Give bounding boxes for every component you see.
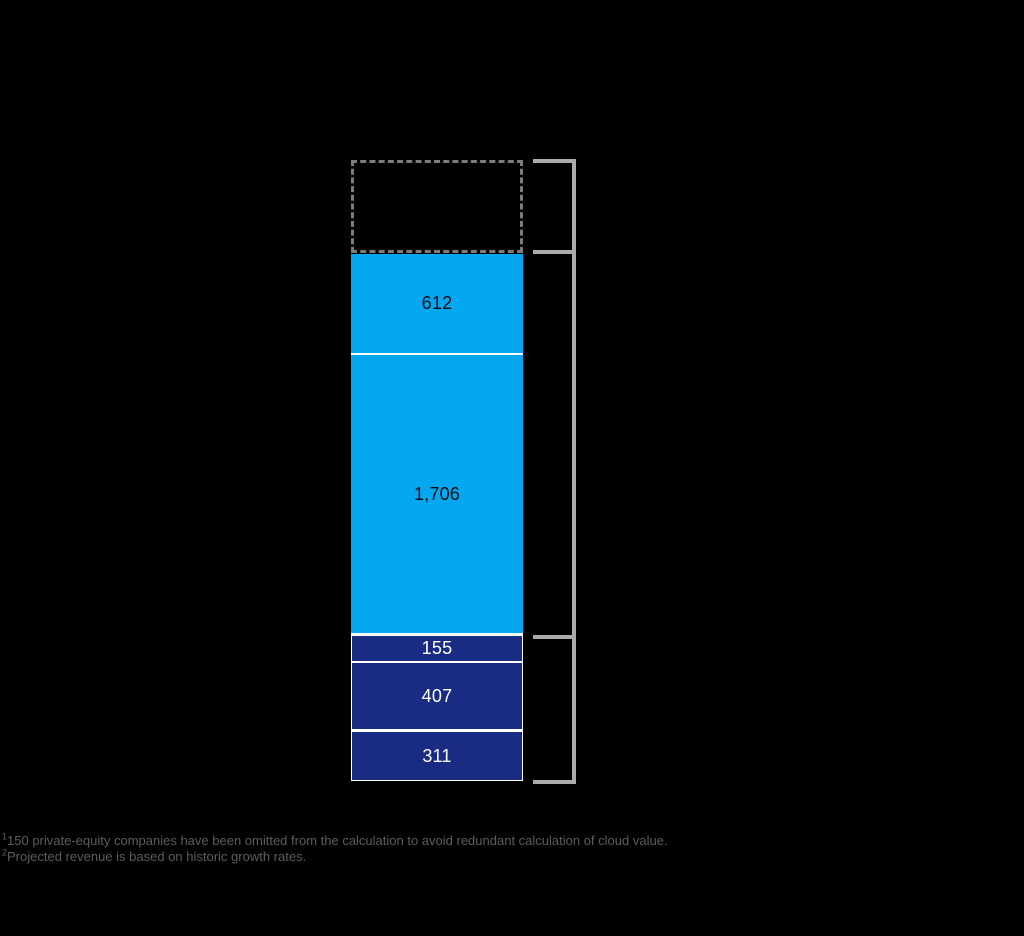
bracket-tick-dark-blue-start bbox=[533, 635, 576, 639]
bar-segment-612: 612 bbox=[351, 254, 523, 353]
segment-value-label: 407 bbox=[421, 685, 453, 706]
bar-segment-1706: 1,706 bbox=[351, 355, 523, 633]
stacked-bar-column: 612 1,706 155 407 311 bbox=[351, 254, 523, 781]
bracket-tick-light-blue-start bbox=[533, 250, 576, 254]
footnote-line: 1150 private-equity companies have been … bbox=[2, 831, 782, 849]
footnote-marker: 2 bbox=[2, 847, 8, 858]
segment-value-label: 612 bbox=[421, 293, 453, 313]
footnote-marker: 1 bbox=[2, 831, 8, 842]
bar-segment-311: 311 bbox=[352, 732, 522, 780]
footnote-text: 150 private-equity companies have been o… bbox=[7, 833, 668, 848]
segment-value-label: 1,706 bbox=[413, 483, 461, 504]
bar-segment-155: 155 bbox=[352, 636, 522, 661]
projected-value-dashed-box bbox=[351, 160, 523, 253]
segment-value-label: 311 bbox=[422, 745, 452, 766]
footnote-line: 2Projected revenue is based on historic … bbox=[2, 847, 782, 865]
segment-value-label: 155 bbox=[421, 638, 453, 658]
right-bracket-line bbox=[572, 159, 576, 784]
footnotes: 1150 private-equity companies have been … bbox=[2, 831, 782, 865]
bar-segment-407: 407 bbox=[352, 663, 522, 729]
bracket-tick-bottom bbox=[533, 780, 576, 784]
bracket-tick-top bbox=[533, 159, 576, 163]
footnote-text: Projected revenue is based on historic g… bbox=[7, 848, 307, 864]
